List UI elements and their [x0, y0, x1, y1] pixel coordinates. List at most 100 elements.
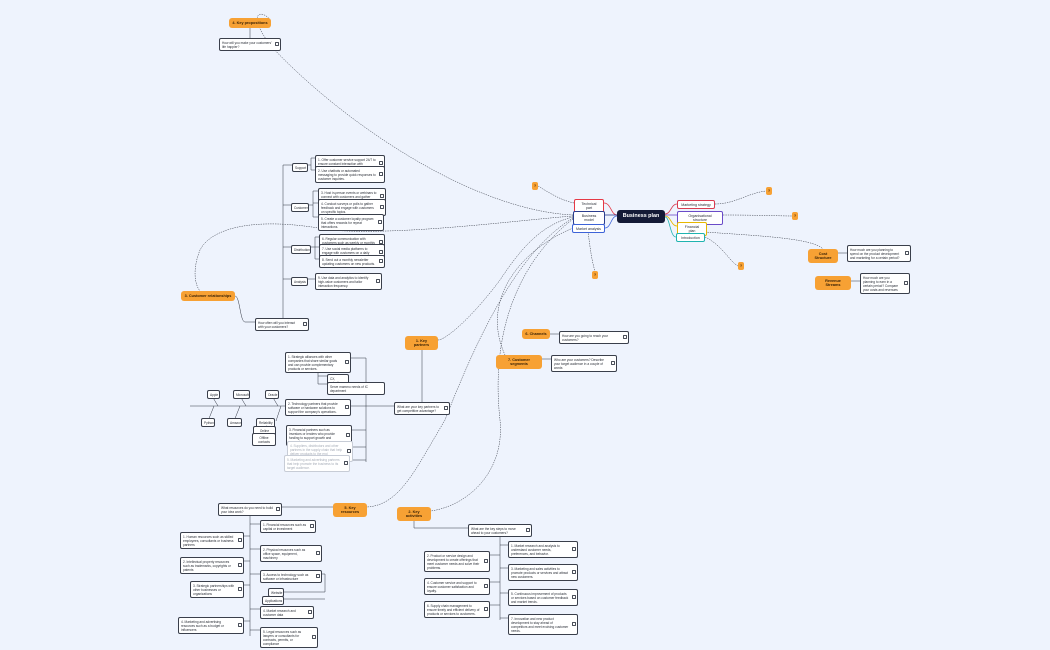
note-resource-right-5[interactable]: 5. Legal resources such as lawyers or co… — [260, 627, 318, 648]
note-resource-right-4[interactable]: 4. Market research and customer data — [260, 606, 314, 619]
badge-marketing[interactable]: ? — [766, 187, 772, 195]
note-activity-right-2[interactable]: 3. Marketing and sales activities to pro… — [508, 564, 578, 581]
expand-toggle-icon[interactable] — [238, 623, 242, 627]
root-topic[interactable]: Business plan — [617, 210, 665, 223]
topic-key-resources[interactable]: 5. Key resources — [333, 503, 367, 518]
note-relationship-2[interactable]: 2. Use chatbots or automated messaging t… — [315, 166, 385, 183]
note-partner-1[interactable]: 1. Strategic alliances with other compan… — [285, 352, 351, 373]
note-resource-right-1[interactable]: 1. Financial resources such as capital o… — [260, 520, 316, 533]
note-partner-sub-2[interactable]: Serve mammo needs of IC department — [327, 382, 385, 395]
fishbone-tag-python[interactable]: Python — [201, 418, 215, 427]
expand-toggle-icon[interactable] — [345, 360, 349, 364]
note-partner-3[interactable]: 3. Financial partners such as investors … — [286, 425, 352, 446]
note-partner-2[interactable]: 2. Technology partners that provide soft… — [285, 399, 351, 416]
fishbone-tag-microsoft[interactable]: Microsoft — [233, 390, 250, 399]
note-relationship-8[interactable]: 8. Send out a monthly newsletter updatin… — [319, 255, 385, 268]
badge-technical[interactable]: ? — [532, 182, 538, 190]
note-resource-left-3[interactable]: 3. Strategic partnerships with other bus… — [190, 581, 244, 598]
note-activity-right-3[interactable]: 5. Continuous improvement of products or… — [508, 589, 578, 606]
expand-toggle-icon[interactable] — [316, 551, 320, 555]
note-activity-left-3[interactable]: 6. Supply chain management to ensure tim… — [424, 601, 490, 618]
fishbone-tag-apple[interactable]: Apple — [207, 390, 220, 399]
expand-toggle-icon[interactable] — [347, 449, 351, 453]
note-cost-question[interactable]: How much are you planning to spend on th… — [847, 245, 911, 262]
expand-toggle-icon[interactable] — [905, 251, 909, 255]
expand-toggle-icon[interactable] — [379, 172, 383, 176]
expand-toggle-icon[interactable] — [312, 635, 316, 639]
expand-toggle-icon[interactable] — [444, 406, 448, 410]
branch-business-model[interactable]: Business model — [573, 211, 605, 225]
note-activity-right-1[interactable]: 1. Market research and analysis to under… — [508, 541, 578, 558]
expand-toggle-icon[interactable] — [623, 335, 627, 339]
expand-toggle-icon[interactable] — [904, 281, 908, 285]
expand-toggle-icon[interactable] — [344, 461, 348, 465]
note-channels-question[interactable]: How are you going to reach your customer… — [559, 331, 629, 344]
expand-toggle-icon[interactable] — [572, 547, 576, 551]
note-resource-left-2[interactable]: 2. Intellectual property resources such … — [180, 557, 244, 574]
fishbone-tag-offline-contacts[interactable]: Offline contacts — [252, 433, 276, 446]
note-activity-left-1[interactable]: 2. Product or service design and develop… — [424, 551, 490, 572]
expand-toggle-icon[interactable] — [484, 607, 488, 611]
branch-marketing-strategy[interactable]: Marketing strategy — [677, 200, 715, 210]
note-segments-question[interactable]: Who are your customers? Describe your ta… — [551, 355, 617, 372]
topic-channels[interactable]: 6. Channels — [522, 329, 550, 339]
note-revenue-question[interactable]: How much are you planning to earn in a c… — [860, 273, 910, 294]
topic-customer-segments[interactable]: 7. Customer segments — [496, 355, 542, 370]
group-customer[interactable]: Customer — [291, 203, 309, 212]
note-resource-right-2[interactable]: 2. Physical resources such as office spa… — [260, 545, 322, 562]
expand-toggle-icon[interactable] — [345, 405, 349, 409]
branch-introduction[interactable]: Introduction — [676, 233, 705, 243]
expand-toggle-icon[interactable] — [379, 250, 383, 254]
group-analysis[interactable]: Analysis — [291, 277, 308, 286]
expand-toggle-icon[interactable] — [276, 507, 280, 511]
expand-toggle-icon[interactable] — [611, 361, 615, 365]
topic-key-activities[interactable]: 2. Key activities — [397, 507, 431, 522]
note-resource-right-3[interactable]: 3. Access to technology such as software… — [260, 570, 322, 583]
note-resource-left-1[interactable]: 1. Human resources such as skilled emplo… — [180, 532, 244, 549]
expand-toggle-icon[interactable] — [484, 584, 488, 588]
note-partners-question[interactable]: What are your key partners to get compet… — [394, 402, 450, 415]
topic-revenue-streams[interactable]: Revenue Streams — [815, 276, 851, 291]
fishbone-tag-oracle[interactable]: Oracle — [265, 390, 279, 399]
expand-toggle-icon[interactable] — [316, 574, 320, 578]
note-propositions-question[interactable]: How will you make your customers' life h… — [219, 38, 281, 51]
note-activity-left-2[interactable]: 4. Customer service and support to ensur… — [424, 578, 490, 595]
expand-toggle-icon[interactable] — [379, 161, 383, 165]
expand-toggle-icon[interactable] — [572, 622, 576, 626]
note-partner-5[interactable]: 5. Marketing and advertising partners th… — [284, 455, 350, 472]
topic-key-propositions[interactable]: 4. Key propositions — [229, 18, 271, 28]
expand-toggle-icon[interactable] — [346, 433, 350, 437]
badge-organisational[interactable]: ? — [792, 212, 798, 220]
note-activity-right-4[interactable]: 7. Innovation and new product developmen… — [508, 614, 578, 635]
fishbone-tag-amazon[interactable]: Amazon — [227, 418, 242, 427]
note-activities-question[interactable]: What are the key steps to move ahead to … — [468, 524, 532, 537]
expand-toggle-icon[interactable] — [376, 279, 380, 283]
note-relationship-9[interactable]: 9. Use data and analytics to identify hi… — [315, 273, 382, 290]
expand-toggle-icon[interactable] — [310, 524, 314, 528]
expand-toggle-icon[interactable] — [484, 559, 488, 563]
expand-toggle-icon[interactable] — [308, 610, 312, 614]
expand-toggle-icon[interactable] — [238, 563, 242, 567]
expand-toggle-icon[interactable] — [572, 570, 576, 574]
note-relationship-5[interactable]: 5. Create a customer loyalty program tha… — [318, 214, 384, 231]
topic-cost-structure[interactable]: Cost Structure — [808, 249, 838, 264]
badge-introduction[interactable]: ? — [738, 262, 744, 270]
expand-toggle-icon[interactable] — [238, 587, 242, 591]
note-relationships-question[interactable]: How often will you interact with your cu… — [255, 318, 309, 331]
expand-toggle-icon[interactable] — [380, 194, 384, 198]
note-resources-question[interactable]: What resources do you need to build your… — [218, 503, 282, 516]
expand-toggle-icon[interactable] — [379, 259, 383, 263]
expand-toggle-icon[interactable] — [378, 220, 382, 224]
expand-toggle-icon[interactable] — [380, 205, 384, 209]
expand-toggle-icon[interactable] — [303, 322, 307, 326]
expand-toggle-icon[interactable] — [275, 42, 279, 46]
resource-tag-applications[interactable]: Applications — [262, 596, 284, 605]
group-support[interactable]: Support — [292, 163, 308, 172]
expand-toggle-icon[interactable] — [238, 538, 242, 542]
topic-key-partners[interactable]: 1. Key partners — [405, 336, 438, 351]
expand-toggle-icon[interactable] — [572, 595, 576, 599]
topic-customer-relationships[interactable]: 3. Customer relationships — [181, 291, 235, 301]
branch-market-analysis[interactable]: Market analysis — [572, 224, 605, 234]
expand-toggle-icon[interactable] — [526, 528, 530, 532]
expand-toggle-icon[interactable] — [379, 240, 383, 244]
